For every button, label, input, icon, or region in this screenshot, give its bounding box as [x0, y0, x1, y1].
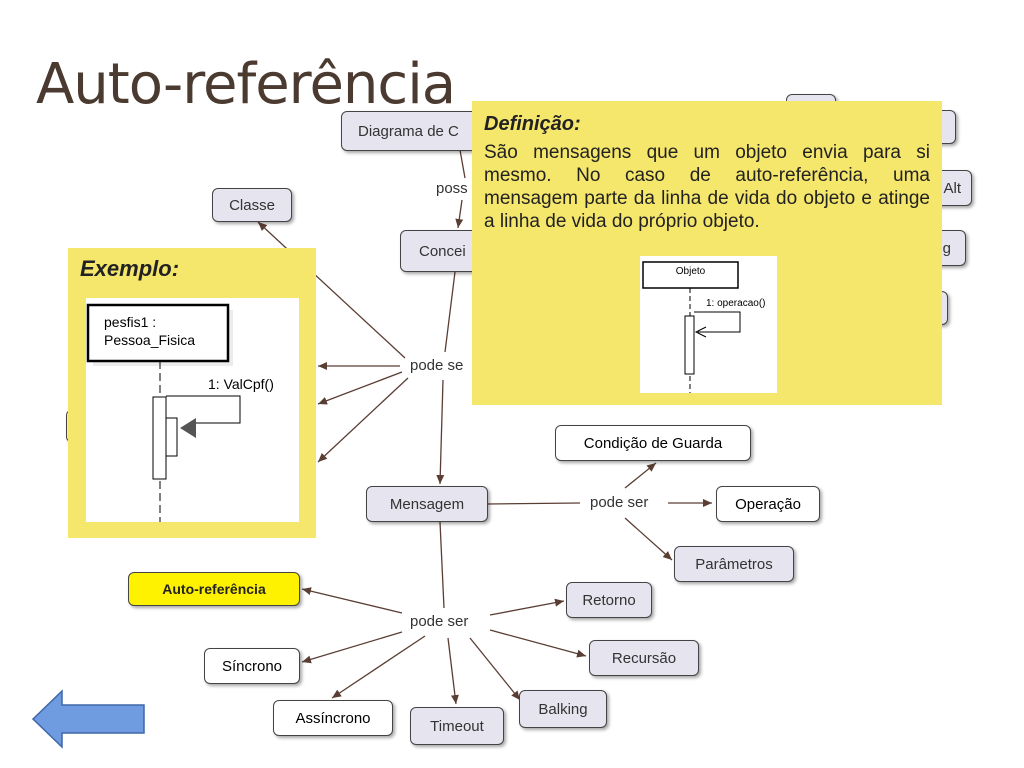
node-recursao: Recursão: [589, 640, 699, 676]
example-object-line2: Pessoa_Fisica: [104, 332, 196, 348]
definition-sequence-diagram: Objeto 1: operacao(): [640, 256, 777, 393]
example-message-label: 1: ValCpf(): [208, 376, 274, 392]
node-condicao-guarda: Condição de Guarda: [555, 425, 751, 461]
example-heading: Exemplo:: [80, 256, 180, 281]
edge-label-pode-ser-mensagem: pode ser: [588, 494, 651, 511]
node-sincrono: Síncrono: [204, 648, 300, 684]
node-auto-referencia: Auto-referência: [128, 572, 300, 606]
node-timeout: Timeout: [410, 707, 504, 745]
node-assincrono: Assíncrono: [273, 700, 393, 736]
example-panel: Exemplo: pesfis1 : Pessoa_Fisica 1: ValC…: [68, 248, 316, 538]
node-classe: Classe: [212, 188, 292, 222]
left-arrow-icon[interactable]: [30, 688, 148, 750]
definition-message-label: 1: operacao(): [706, 298, 766, 309]
definition-panel: Definição: São mensagens que um objeto e…: [472, 101, 942, 405]
node-parametros: Parâmetros: [674, 546, 794, 582]
node-conceito: Concei: [400, 230, 480, 272]
node-balking: Balking: [519, 690, 607, 728]
edge-label-pode-ser-tipos: pode ser: [408, 613, 471, 630]
edge-label-possui: poss: [434, 180, 470, 197]
definition-sequence-svg: [642, 261, 741, 393]
definition-object-label: Objeto: [675, 266, 706, 277]
example-object-line1: pesfis1 :: [104, 314, 157, 330]
example-sequence-diagram: pesfis1 : Pessoa_Fisica 1: ValCpf(): [86, 298, 299, 522]
definition-heading: Definição:: [484, 113, 581, 135]
left-arrow-shape: [31, 689, 145, 749]
example-sequence-svg: [86, 303, 241, 522]
node-mensagem: Mensagem: [366, 486, 488, 522]
slide-title: Auto-referência: [36, 52, 456, 117]
node-retorno: Retorno: [566, 582, 652, 618]
definition-text: São mensagens que um objeto envia para s…: [484, 142, 930, 232]
node-diagrama: Diagrama de C: [341, 111, 481, 151]
node-operacao: Operação: [716, 486, 820, 522]
edge-label-pode-ser: pode se: [408, 357, 466, 374]
